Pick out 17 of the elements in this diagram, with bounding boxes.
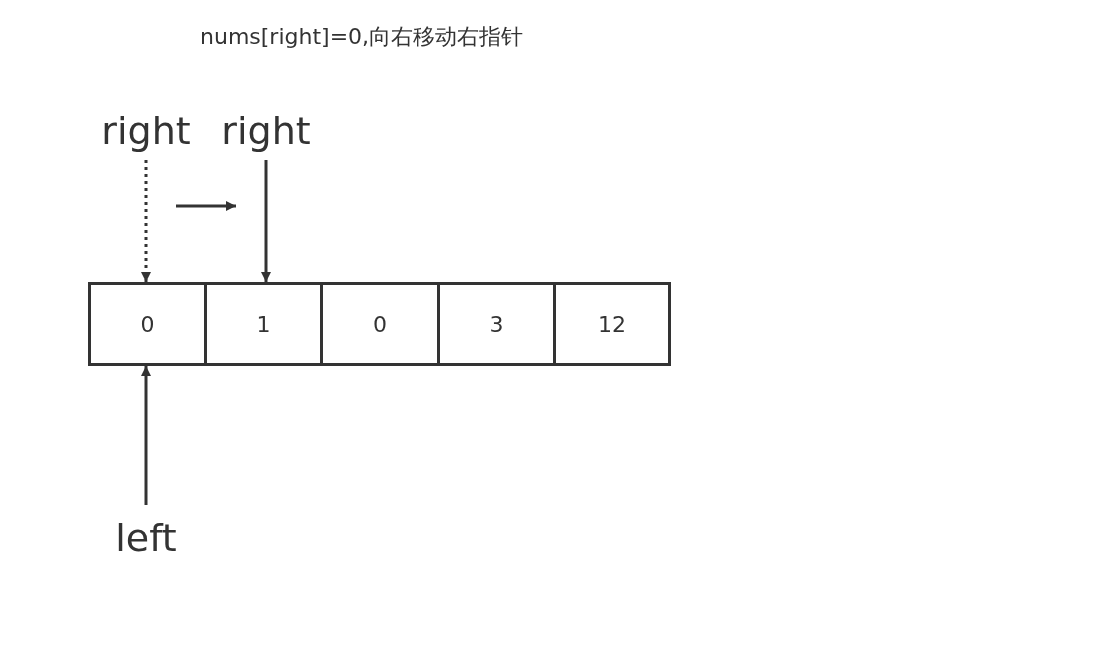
dotted-arrow xyxy=(141,160,151,282)
arrow xyxy=(261,160,271,282)
cell-value: 3 xyxy=(489,311,504,337)
array-cell xyxy=(320,282,440,366)
pointer-label: left xyxy=(115,516,177,560)
cell-value: 1 xyxy=(256,311,271,337)
array-cell xyxy=(88,282,207,366)
cell-value: 0 xyxy=(373,311,387,337)
title: nums[right]=0,向右移动右指针 xyxy=(200,23,524,51)
array-cell xyxy=(553,282,671,366)
array-cell xyxy=(437,282,556,366)
cell-value: 0 xyxy=(140,311,155,337)
cell-value: 12 xyxy=(598,311,626,337)
pointer-label: right xyxy=(221,109,311,153)
pointer-label: right xyxy=(101,109,191,153)
arrow xyxy=(141,366,151,505)
array-cell xyxy=(204,282,323,366)
